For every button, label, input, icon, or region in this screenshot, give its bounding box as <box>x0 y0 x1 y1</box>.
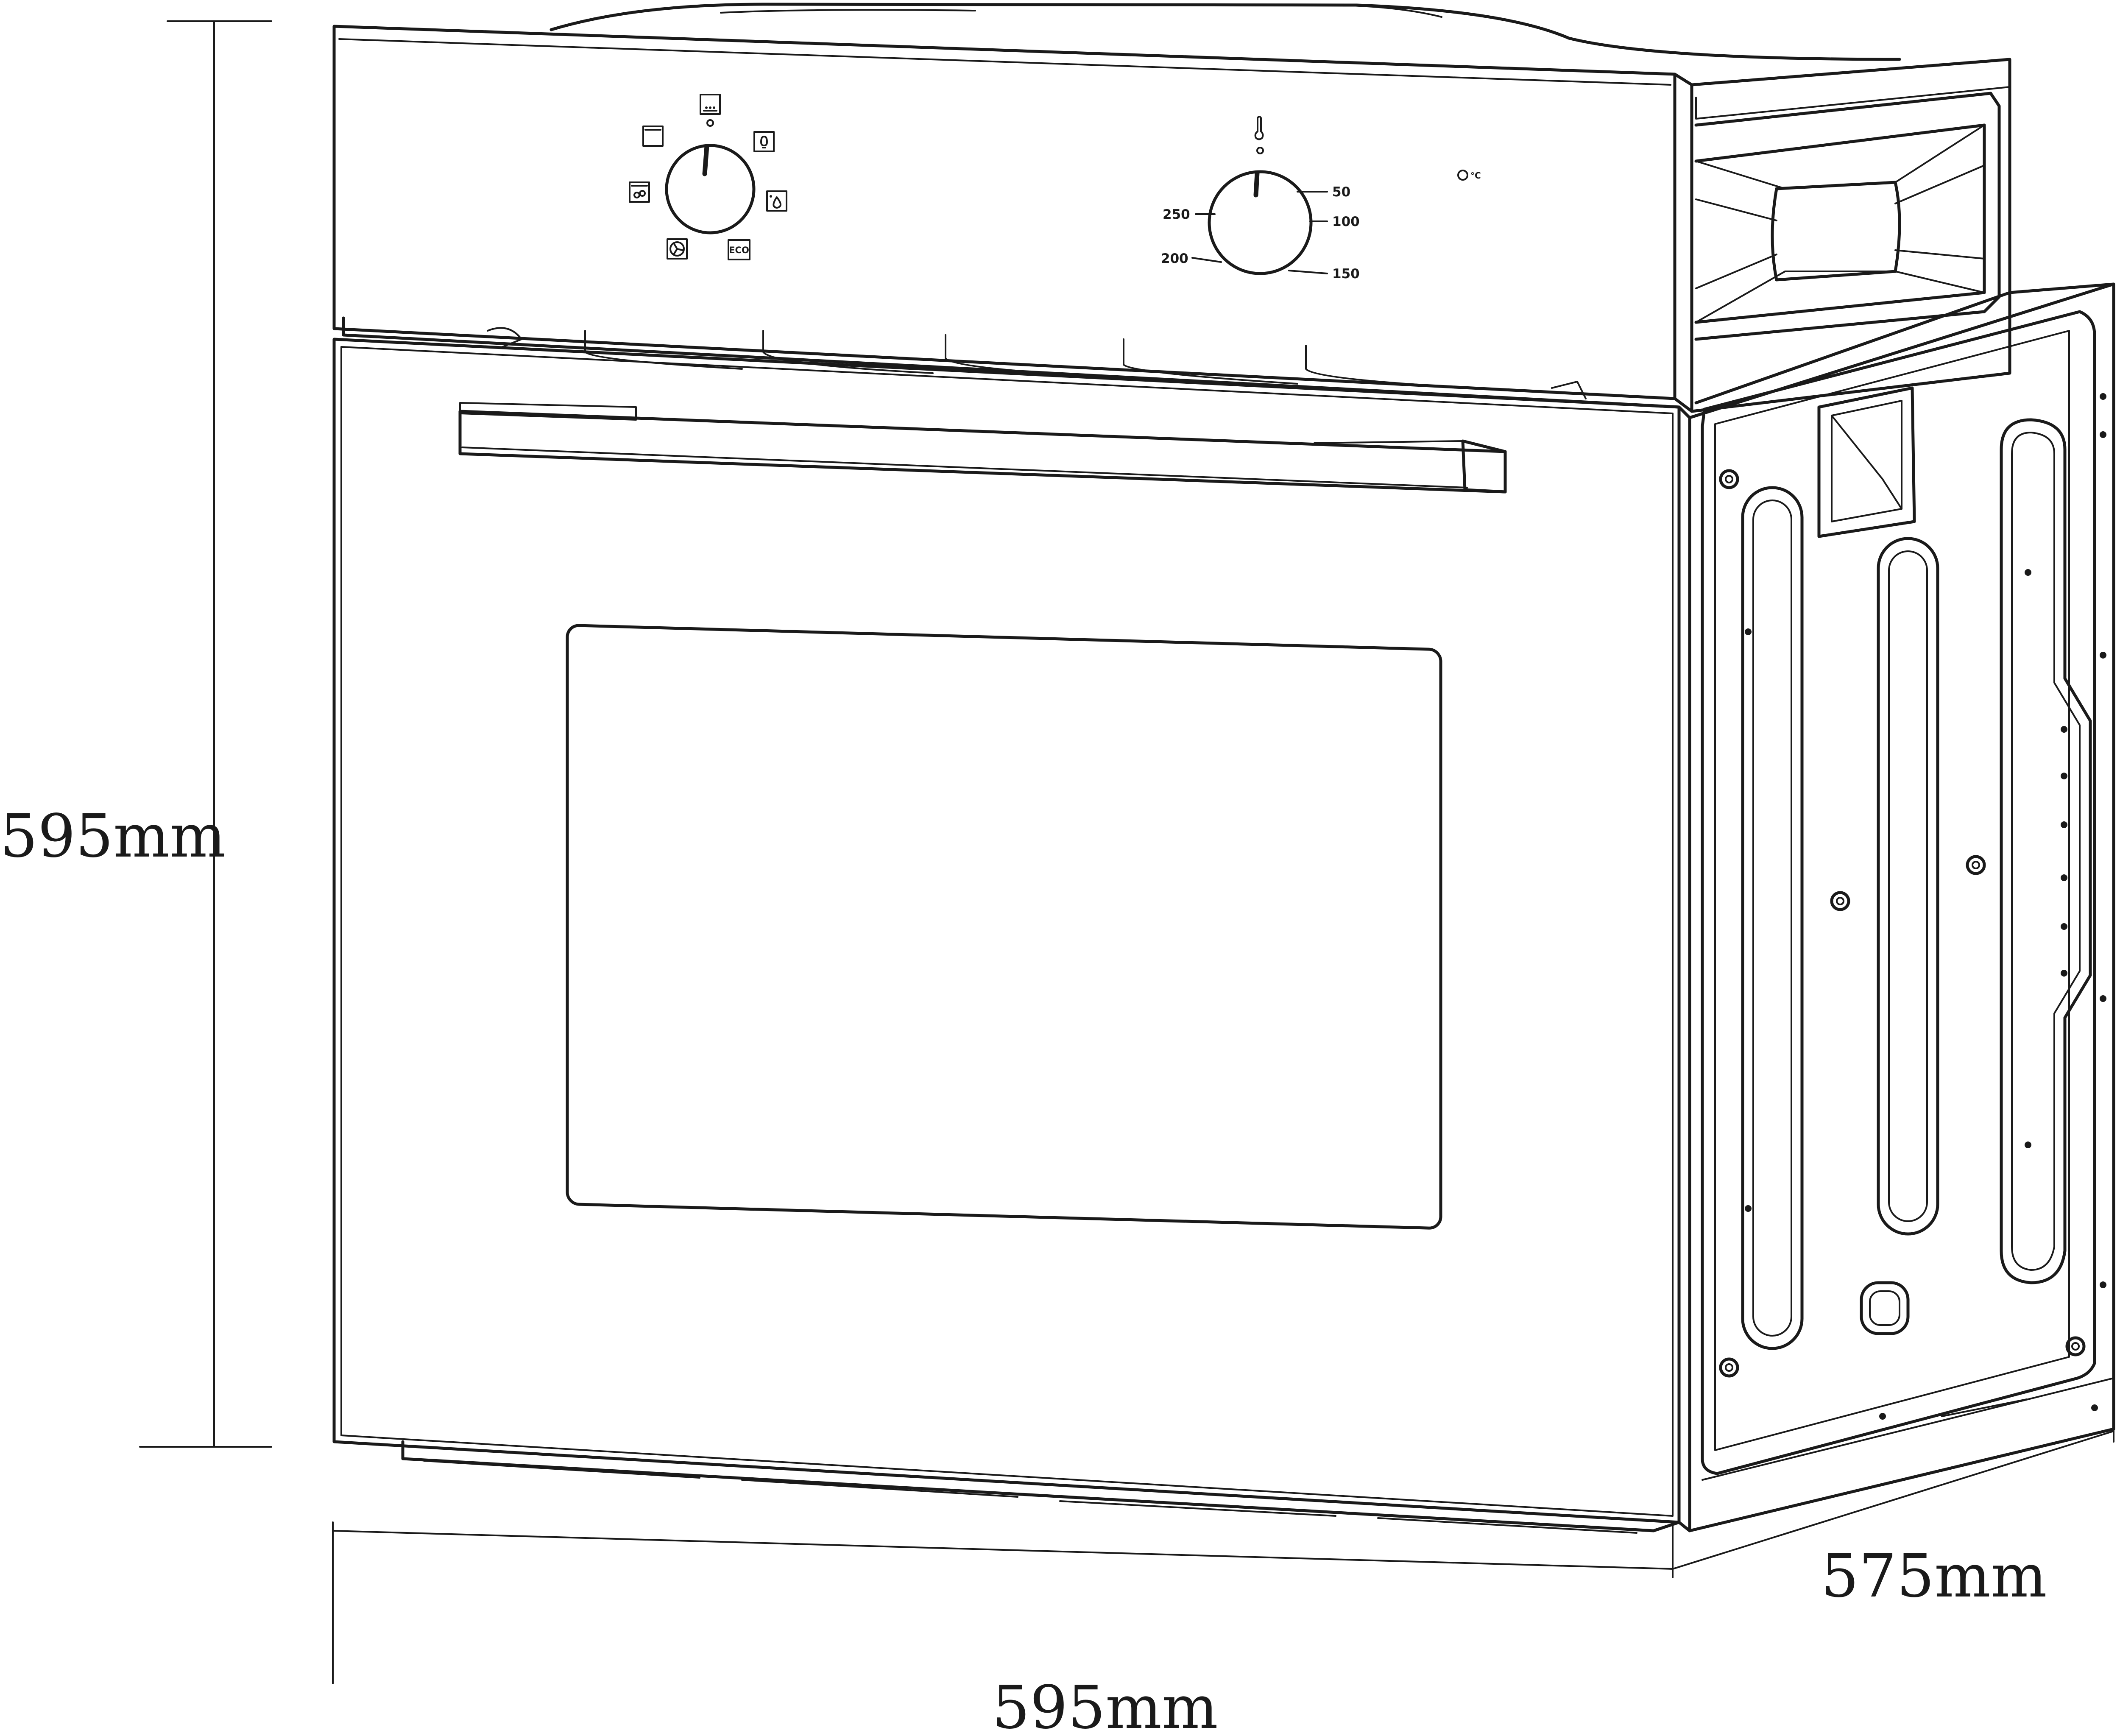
temp-label-50: 50 <box>1332 184 1350 200</box>
temperature-knob[interactable] <box>1208 147 1313 275</box>
oven-top-cover <box>550 3 1901 61</box>
temperature-indicator-label: °C <box>1470 170 1481 181</box>
control-panel <box>332 25 1693 413</box>
width-dimension-label: 595mm <box>992 1673 1218 1736</box>
eco-icon: ECO <box>728 239 750 260</box>
temperature-indicator-light <box>1457 170 1468 181</box>
oven-door-window <box>566 624 1442 1230</box>
height-dimension-label: 595mm <box>0 802 226 871</box>
temp-label-200: 200 <box>1161 251 1188 266</box>
function-knob[interactable] <box>665 119 756 234</box>
dimension-lines <box>139 20 2114 1684</box>
light-icon <box>753 131 775 152</box>
temp-label-150: 150 <box>1332 266 1360 282</box>
defrost-icon <box>766 190 787 212</box>
conventional-icon <box>642 126 664 147</box>
temp-label-100: 100 <box>1332 214 1360 229</box>
oven-side-panel <box>1688 282 2115 1532</box>
eco-label: ECO <box>729 245 749 255</box>
fan-icon <box>667 238 688 260</box>
temperature-scale-ticks <box>1191 191 1328 274</box>
top-vent <box>1690 58 2011 413</box>
door-handle <box>458 402 1507 494</box>
fan-grill-icon <box>629 181 650 203</box>
oven-door <box>332 338 1691 1534</box>
temp-label-250: 250 <box>1163 207 1190 222</box>
grill-icon <box>700 94 721 115</box>
depth-dimension-label: 575mm <box>1821 1542 2047 1611</box>
temperature-indicator: °C <box>1457 170 1481 181</box>
thermometer-icon <box>1254 116 1264 140</box>
